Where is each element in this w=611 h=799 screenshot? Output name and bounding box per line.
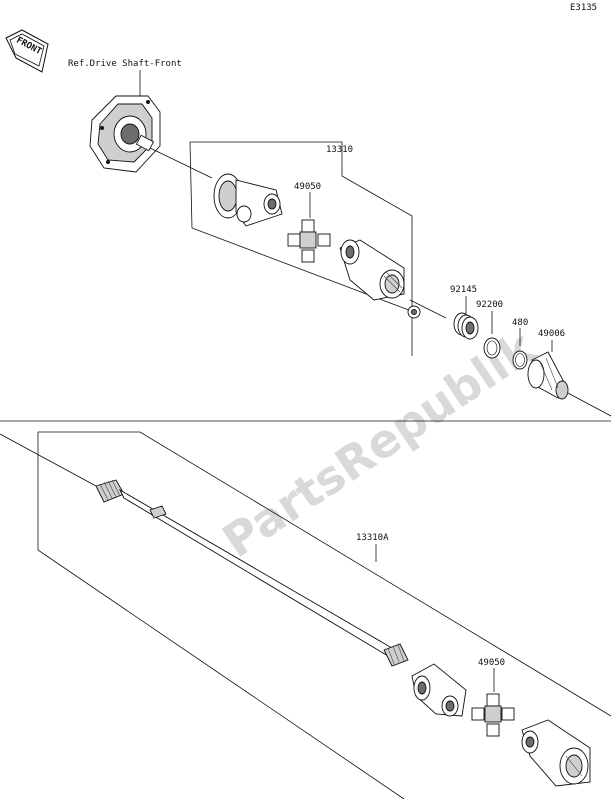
part-label-480: 480 bbox=[512, 318, 528, 328]
part-label-13310A: 13310A bbox=[356, 533, 389, 543]
part-label-92200: 92200 bbox=[476, 300, 503, 310]
front-arrow-icon: FRONT bbox=[5, 29, 49, 73]
circlip-480 bbox=[512, 350, 528, 370]
part-label-49006: 49006 bbox=[538, 329, 565, 339]
spring-92145 bbox=[453, 312, 479, 340]
gear-ref-icon bbox=[407, 305, 421, 319]
universal-joint-spider-top bbox=[287, 219, 331, 263]
ring-92200 bbox=[483, 337, 501, 359]
slip-yoke-top bbox=[339, 239, 405, 301]
flange-yoke-top bbox=[213, 173, 283, 227]
part-label-92145: 92145 bbox=[450, 285, 477, 295]
assembly-13310A-outline bbox=[37, 431, 611, 799]
part-label-49050-top: 49050 bbox=[294, 182, 321, 192]
drive-shaft-long bbox=[95, 479, 409, 667]
front-diff-housing bbox=[89, 95, 161, 173]
universal-joint-spider-bottom bbox=[471, 693, 515, 737]
diagram-code: E3135 bbox=[570, 3, 597, 13]
assembly-13310-outline bbox=[189, 141, 415, 356]
ref-drive-shaft-label: Ref.Drive Shaft-Front bbox=[68, 59, 182, 69]
boot-49006 bbox=[527, 351, 569, 400]
yoke-bottom-left bbox=[411, 663, 467, 717]
part-label-49050-bottom: 49050 bbox=[478, 658, 505, 668]
flange-yoke-bottom-right bbox=[521, 719, 591, 787]
part-label-13310: 13310 bbox=[326, 145, 353, 155]
